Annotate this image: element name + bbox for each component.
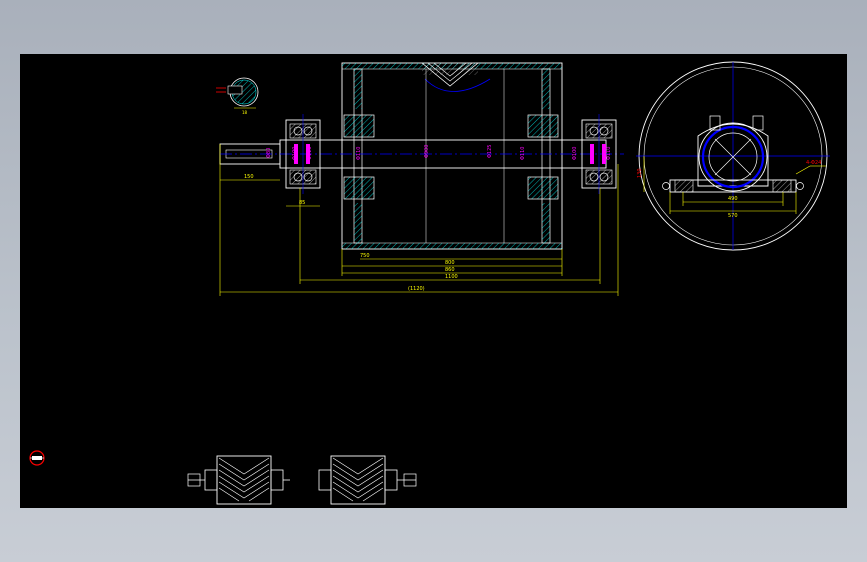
length-dimension-labels: 150 85 750 800 860 1100 (1120) [244, 174, 458, 292]
circle-section-marker-icon [29, 450, 45, 466]
shaft [219, 139, 624, 169]
length-dimensions [219, 144, 619, 296]
left-bearing-housing [285, 114, 321, 194]
key-width-dim: 18 [242, 110, 248, 115]
dia-seat-right: Φ100 [572, 147, 578, 160]
dim-bearing-span: 1100 [445, 274, 458, 280]
dim-bearing-width: 85 [299, 200, 305, 206]
dia-bearing-right: Φ110 [606, 147, 612, 160]
dim-bolt-holes: 4-Φ24 [806, 160, 821, 166]
herringbone-pulley-thumbnail-icon [187, 455, 290, 505]
dia-hub-left: Φ110 [356, 147, 362, 160]
diameter-annotations: Φ80 Φ100 Φ110 Φ110 Φ900 Φ125 Φ110 Φ100 Φ… [266, 145, 612, 160]
dia-shaft-end: Φ80 [266, 148, 272, 158]
key-section-view: 18 [216, 77, 259, 115]
dim-base-height: 130 [637, 168, 643, 178]
drum-assembly [341, 62, 563, 250]
right-bearing-housing [581, 114, 617, 194]
dim-drum-a: 800 [445, 260, 455, 266]
dim-span-small: 750 [360, 253, 370, 259]
dia-shell: Φ125 [487, 145, 493, 158]
drum-pulley-drawing: 18 [29, 61, 830, 505]
dia-drum: Φ900 [424, 145, 430, 158]
dim-shaft-end: 150 [244, 174, 254, 180]
drawing-canvas[interactable]: 18 [20, 54, 847, 508]
dia-seat-left: Φ100 [292, 147, 298, 160]
dim-overall: (1120) [408, 286, 425, 292]
dia-hub-right: Φ110 [520, 147, 526, 160]
side-view: 490 570 130 4-Φ24 [636, 61, 830, 251]
dim-drum-b: 860 [445, 267, 455, 273]
dim-base-length: 570 [728, 213, 738, 219]
dia-bearing-left: Φ110 [307, 147, 313, 160]
herringbone-pulley-thumbnail-icon [318, 455, 417, 505]
dim-base-width: 490 [728, 196, 738, 202]
